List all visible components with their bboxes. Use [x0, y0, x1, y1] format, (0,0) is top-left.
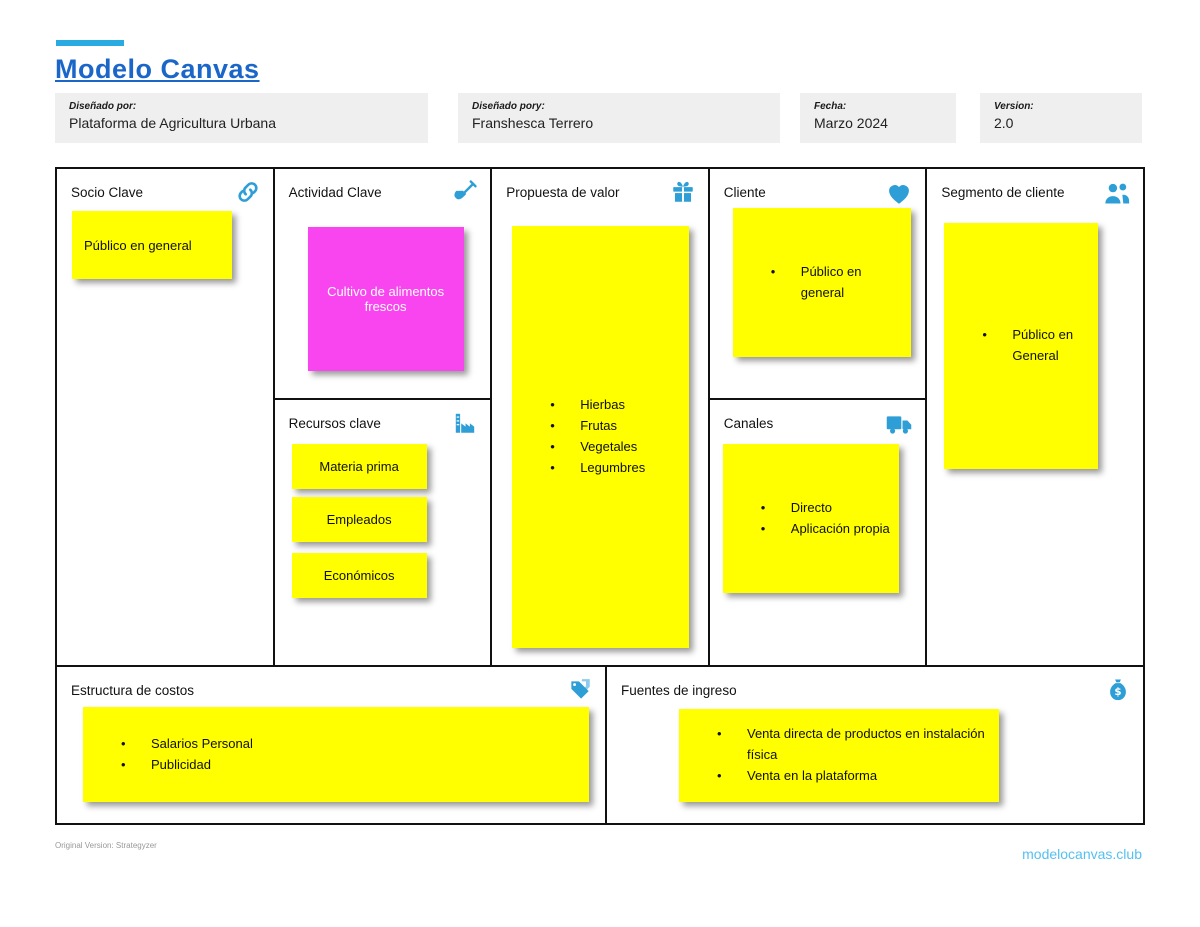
gift-icon [670, 179, 696, 210]
modelocanvas-club-link[interactable]: modelocanvas.club [1022, 846, 1142, 862]
note-text: Económicos [323, 568, 395, 583]
section-segmento-de-cliente: Segmento de cliente Público en General [927, 169, 1143, 665]
original-version-credit: Original Version: Strategyzer [55, 841, 157, 850]
note-cliente[interactable]: Público en general [732, 208, 911, 357]
column-cliente-canales: Cliente Público en general Canales [709, 169, 928, 665]
designed-by-person-value: Franshesca Terrero [472, 115, 594, 131]
note-text: Público en general [84, 237, 192, 253]
date-field[interactable]: Fecha: Marzo 2024 [800, 93, 956, 143]
bullet-list: Venta directa de productos en instalació… [679, 724, 999, 786]
note-economicos[interactable]: Económicos [291, 553, 427, 598]
section-actividad-clave: Actividad Clave Culti [274, 169, 491, 400]
designed-by-person-field[interactable]: Diseñado pory: Franshesca Terrero [458, 93, 780, 143]
bullet-item: Público en General [982, 325, 1090, 367]
section-propuesta-de-valor: Propuesta de valor HierbasFrutasVegetale… [492, 169, 710, 665]
bullet-item: Público en general [771, 262, 903, 304]
section-estructura-de-costos: Estructura de costos Salarios PersonalPu… [57, 667, 607, 823]
note-cultivo-alimentos[interactable]: Cultivo de alimentos frescos [307, 227, 464, 371]
designed-by-field[interactable]: Diseñado por: Plataforma de Agricultura … [55, 93, 428, 143]
shovel-icon [452, 179, 478, 210]
bullet-list: DirectoAplicación propia [723, 498, 899, 540]
section-fuentes-de-ingreso: Fuentes de ingreso $ Venta directa de pr… [607, 667, 1143, 823]
truck-icon [885, 410, 913, 443]
version-value: 2.0 [994, 115, 1014, 131]
designed-by-label: Diseñado por: [69, 101, 137, 112]
designed-by-person-label: Diseñado pory: [472, 101, 545, 112]
note-propuesta-valor[interactable]: HierbasFrutasVegetalesLegumbres [512, 226, 690, 648]
bullet-list: HierbasFrutasVegetalesLegumbres [512, 395, 689, 478]
page-title[interactable]: Modelo Canvas [55, 54, 260, 84]
section-title-canales: Canales [723, 416, 774, 431]
title-accent-bar [56, 40, 124, 46]
bullet-item: Aplicación propia [761, 519, 891, 540]
section-socio-clave: Socio Clave Público en general [57, 169, 275, 665]
bullet-item: Salarios Personal [121, 734, 581, 755]
bullet-list: Salarios PersonalPublicidad [83, 734, 589, 776]
note-text: Empleados [326, 512, 392, 527]
section-title-estructura-de-costos: Estructura de costos [71, 683, 195, 698]
users-icon [1103, 179, 1131, 212]
bullet-list: Público en General [944, 325, 1098, 367]
svg-text:$: $ [1114, 686, 1121, 698]
bullet-item: Directo [761, 498, 891, 519]
column-actividad-recursos: Actividad Clave Culti [274, 169, 493, 665]
bullet-item: Publicidad [121, 755, 581, 776]
bullet-item: Hierbas [550, 395, 681, 416]
bullet-item: Legumbres [550, 458, 681, 479]
section-title-cliente: Cliente [723, 185, 766, 200]
note-publico-en-general[interactable]: Público en general [72, 211, 232, 279]
note-segmento[interactable]: Público en General [944, 223, 1099, 469]
section-recursos-clave: Recursos clave Materia prima [275, 400, 491, 665]
bullet-item: Frutas [550, 416, 681, 437]
note-empleados[interactable]: Empleados [291, 497, 427, 542]
date-label: Fecha: [814, 101, 847, 112]
bullet-item: Vegetales [550, 437, 681, 458]
tag-icon [567, 677, 593, 708]
designed-by-value: Plataforma de Agricultura Urbana [69, 115, 276, 131]
money-bag-icon: $ [1105, 677, 1131, 708]
section-title-segmento-de-cliente: Segmento de cliente [941, 185, 1065, 200]
section-canales: Canales DirectoAplicación propia [710, 400, 926, 665]
canvas-top-area: Socio Clave Público en general [57, 169, 1143, 667]
factory-icon [452, 410, 478, 441]
link-icon [235, 179, 261, 210]
note-materia-prima[interactable]: Materia prima [291, 444, 427, 489]
bullet-item: Venta directa de productos en instalació… [717, 724, 991, 766]
bullet-item: Venta en la plataforma [717, 766, 991, 787]
note-costos[interactable]: Salarios PersonalPublicidad [83, 707, 589, 802]
note-ingresos[interactable]: Venta directa de productos en instalació… [679, 709, 999, 802]
canvas-bottom-area: Estructura de costos Salarios PersonalPu… [57, 667, 1143, 823]
section-title-actividad-clave: Actividad Clave [288, 185, 382, 200]
date-value: Marzo 2024 [814, 115, 888, 131]
section-title-propuesta-de-valor: Propuesta de valor [506, 185, 620, 200]
note-text: Cultivo de alimentos frescos [327, 284, 445, 314]
version-field[interactable]: Version: 2.0 [980, 93, 1142, 143]
bullet-list: Público en general [733, 262, 911, 304]
note-canales[interactable]: DirectoAplicación propia [722, 444, 899, 593]
section-title-socio-clave: Socio Clave [71, 185, 144, 200]
section-title-recursos-clave: Recursos clave [288, 416, 381, 431]
version-label: Version: [994, 101, 1034, 112]
note-text: Materia prima [319, 459, 399, 474]
section-cliente: Cliente Público en general [709, 169, 926, 400]
canvas-grid: Socio Clave Público en general [55, 167, 1145, 825]
section-title-fuentes-de-ingreso: Fuentes de ingreso [621, 683, 737, 698]
